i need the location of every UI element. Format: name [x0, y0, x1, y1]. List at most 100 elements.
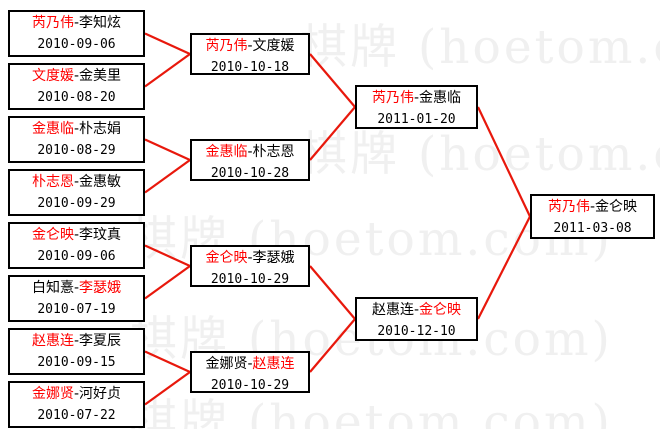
match-players: 芮乃伟-金惠临 — [357, 87, 476, 110]
player-winner: 赵惠连 — [252, 356, 295, 372]
match-box-round-1-6[interactable]: 白知憙-李瑟娥 2010-07-19 — [8, 275, 145, 322]
match-box-final-1[interactable]: 芮乃伟-金仑映 2011-03-08 — [530, 194, 655, 239]
match-box-round-2-1[interactable]: 芮乃伟-文度媛 2010-10-18 — [190, 33, 310, 75]
match-date: 2010-09-15 — [37, 355, 116, 370]
match-date: 2010-09-29 — [37, 196, 116, 211]
connector-line — [309, 318, 356, 373]
player-winner: 芮乃伟 — [31, 15, 74, 31]
player-separator: - — [73, 280, 80, 296]
player-winner: 芮乃伟 — [205, 38, 248, 54]
player-separator: - — [247, 250, 253, 266]
connector-line — [309, 265, 356, 320]
player-loser: 金惠敏 — [79, 174, 122, 190]
player-winner: 金惠临 — [31, 121, 74, 137]
match-date: 2010-09-06 — [37, 37, 116, 52]
match-players: 赵惠连-金仑映 — [357, 299, 476, 322]
connector-line — [144, 138, 191, 162]
player-loser: 白知憙 — [31, 280, 74, 296]
match-box-round-1-4[interactable]: 朴志恩-金惠敏 2010-09-29 — [8, 169, 145, 216]
player-winner: 朴志恩 — [31, 174, 74, 190]
player-loser: 赵惠连 — [371, 302, 414, 318]
match-date: 2010-10-28 — [210, 166, 290, 181]
match-date: 2010-07-19 — [37, 302, 116, 317]
connector-line — [309, 106, 356, 161]
player-loser: 金美里 — [79, 68, 122, 84]
match-box-round-2-2[interactable]: 金惠临-朴志恩 2010-10-28 — [190, 139, 310, 181]
match-box-round-2-4[interactable]: 金娜贤-赵惠连 2010-10-29 — [190, 351, 310, 393]
player-loser: 朴志恩 — [252, 144, 295, 160]
match-date: 2010-08-20 — [37, 90, 116, 105]
connector-line — [144, 350, 191, 374]
player-loser: 李夏辰 — [79, 333, 122, 349]
player-separator: - — [73, 174, 80, 190]
match-box-semifinal-2[interactable]: 赵惠连-金仑映 2010-12-10 — [355, 297, 478, 341]
match-box-round-1-3[interactable]: 金惠临-朴志娟 2010-08-29 — [8, 116, 145, 163]
match-players: 金仑映-李瑟娥 — [192, 247, 308, 270]
player-separator: - — [73, 121, 80, 137]
match-players: 金娜贤-赵惠连 — [192, 353, 308, 376]
match-date: 2010-09-06 — [37, 249, 116, 264]
player-loser: 金娜贤 — [205, 356, 248, 372]
match-players: 芮乃伟-文度媛 — [192, 35, 308, 58]
connector-line — [144, 244, 191, 268]
match-date: 2011-03-08 — [553, 221, 632, 236]
connector-line — [144, 371, 191, 406]
player-separator: - — [73, 15, 80, 31]
match-players: 朴志恩-金惠敏 — [10, 171, 143, 194]
connector-line — [144, 53, 191, 88]
player-loser: 李瑟娥 — [252, 250, 295, 266]
player-winner: 金娜贤 — [31, 386, 74, 402]
match-date: 2011-01-20 — [377, 112, 456, 127]
connector-line — [309, 53, 356, 108]
player-winner: 金仑映 — [31, 227, 74, 243]
match-date: 2010-07-22 — [37, 408, 116, 423]
player-loser: 金仑映 — [595, 199, 638, 215]
connector-line — [144, 265, 191, 300]
player-separator: - — [247, 144, 253, 160]
player-separator: - — [589, 199, 596, 215]
player-winner: 金惠临 — [205, 144, 248, 160]
player-separator: - — [73, 333, 80, 349]
match-date: 2010-10-18 — [210, 60, 290, 75]
player-separator: - — [247, 38, 253, 54]
player-winner: 赵惠连 — [31, 333, 74, 349]
player-winner: 李瑟娥 — [79, 280, 122, 296]
player-winner: 芮乃伟 — [371, 90, 414, 106]
match-date: 2010-10-29 — [210, 272, 290, 287]
match-players: 芮乃伟-金仑映 — [532, 196, 653, 219]
player-separator: - — [73, 227, 80, 243]
match-players: 白知憙-李瑟娥 — [10, 277, 143, 300]
match-box-round-1-5[interactable]: 金仑映-李玟真 2010-09-06 — [8, 222, 145, 269]
match-date: 2010-10-29 — [210, 378, 290, 393]
player-separator: - — [413, 302, 420, 318]
player-separator: - — [73, 68, 80, 84]
match-players: 芮乃伟-李知炫 — [10, 12, 143, 35]
player-loser: 朴志娟 — [79, 121, 122, 137]
match-box-round-2-3[interactable]: 金仑映-李瑟娥 2010-10-29 — [190, 245, 310, 287]
match-players: 赵惠连-李夏辰 — [10, 330, 143, 353]
watermark-text: 棋牌 (hoetom.com) — [300, 20, 660, 75]
match-box-semifinal-1[interactable]: 芮乃伟-金惠临 2011-01-20 — [355, 85, 478, 129]
match-players: 金娜贤-河好贞 — [10, 383, 143, 406]
connector-line — [144, 32, 191, 56]
player-loser: 李玟真 — [79, 227, 122, 243]
player-separator: - — [413, 90, 420, 106]
player-loser: 李知炫 — [79, 15, 122, 31]
connector-line — [144, 159, 191, 194]
player-loser: 文度媛 — [252, 38, 295, 54]
player-loser: 河好贞 — [79, 386, 122, 402]
match-box-round-1-7[interactable]: 赵惠连-李夏辰 2010-09-15 — [8, 328, 145, 375]
match-box-round-1-8[interactable]: 金娜贤-河好贞 2010-07-22 — [8, 381, 145, 428]
player-separator: - — [247, 356, 253, 372]
connector-line — [477, 106, 531, 217]
match-players: 金仑映-李玟真 — [10, 224, 143, 247]
match-date: 2010-08-29 — [37, 143, 116, 158]
match-players: 金惠临-朴志娟 — [10, 118, 143, 141]
player-winner: 金仑映 — [419, 302, 462, 318]
player-winner: 金仑映 — [205, 250, 248, 266]
match-date: 2010-12-10 — [377, 324, 456, 339]
player-separator: - — [73, 386, 80, 402]
match-box-round-1-1[interactable]: 芮乃伟-李知炫 2010-09-06 — [8, 10, 145, 57]
